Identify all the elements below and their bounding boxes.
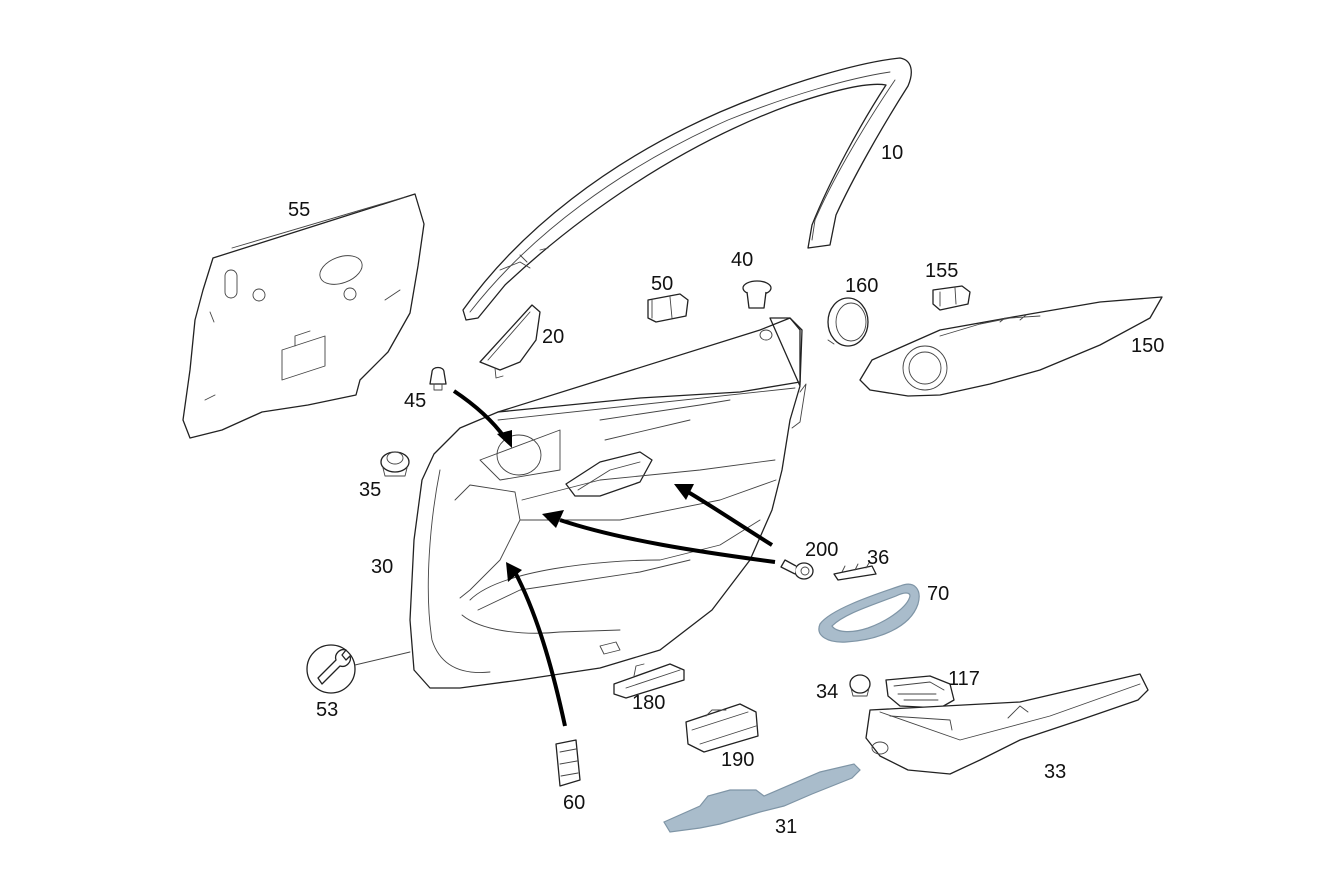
part-180-light-unit[interactable]: [613, 663, 685, 699]
label-35: 35: [359, 479, 382, 501]
part-20-mirror-triangle-trim[interactable]: [479, 304, 541, 379]
part-50-bracket[interactable]: [647, 293, 689, 323]
label-60: 60: [563, 792, 586, 814]
label-190: 190: [721, 749, 755, 771]
label-31: 31: [775, 816, 798, 838]
part-35-grommet[interactable]: [380, 451, 410, 477]
label-30: 30: [371, 556, 394, 578]
part-30-door-panel[interactable]: [409, 317, 807, 689]
label-20: 20: [542, 326, 565, 348]
part-190-control-module[interactable]: [685, 703, 759, 753]
label-33: 33: [1044, 761, 1067, 783]
wrench-icon[interactable]: [306, 644, 411, 694]
label-55: 55: [288, 199, 311, 221]
part-36-bracket[interactable]: [833, 562, 877, 581]
part-117-switch-unit[interactable]: [885, 675, 955, 709]
part-200-screw[interactable]: [780, 559, 814, 580]
label-45: 45: [404, 390, 427, 412]
label-10: 10: [881, 142, 904, 164]
part-70-handle-bezel[interactable]: [818, 583, 920, 643]
part-155-clip[interactable]: [932, 285, 971, 311]
part-31-lower-trim-strip[interactable]: [663, 763, 861, 833]
label-155: 155: [925, 260, 959, 282]
label-117: 117: [948, 668, 980, 690]
part-160-speaker-cover[interactable]: [827, 297, 869, 347]
part-34-grommet[interactable]: [849, 674, 871, 697]
part-40-clip[interactable]: [742, 280, 772, 309]
part-60-switch-housing[interactable]: [555, 739, 581, 787]
label-160: 160: [845, 275, 879, 297]
part-10-window-frame-trim[interactable]: [462, 57, 912, 321]
label-50: 50: [651, 273, 674, 295]
part-33-armrest[interactable]: [865, 673, 1149, 775]
label-200: 200: [805, 539, 839, 561]
label-180: 180: [632, 692, 666, 714]
label-150: 150: [1131, 335, 1165, 357]
arrow-heads: [497, 430, 694, 582]
label-70: 70: [927, 583, 950, 605]
label-40: 40: [731, 249, 754, 271]
label-53: 53: [316, 699, 339, 721]
part-55-insulation-sheet[interactable]: [182, 193, 425, 439]
part-45-clip[interactable]: [429, 366, 447, 391]
part-150-upper-trim-strip[interactable]: [859, 296, 1163, 397]
label-36: 36: [867, 547, 890, 569]
label-34: 34: [816, 681, 839, 703]
